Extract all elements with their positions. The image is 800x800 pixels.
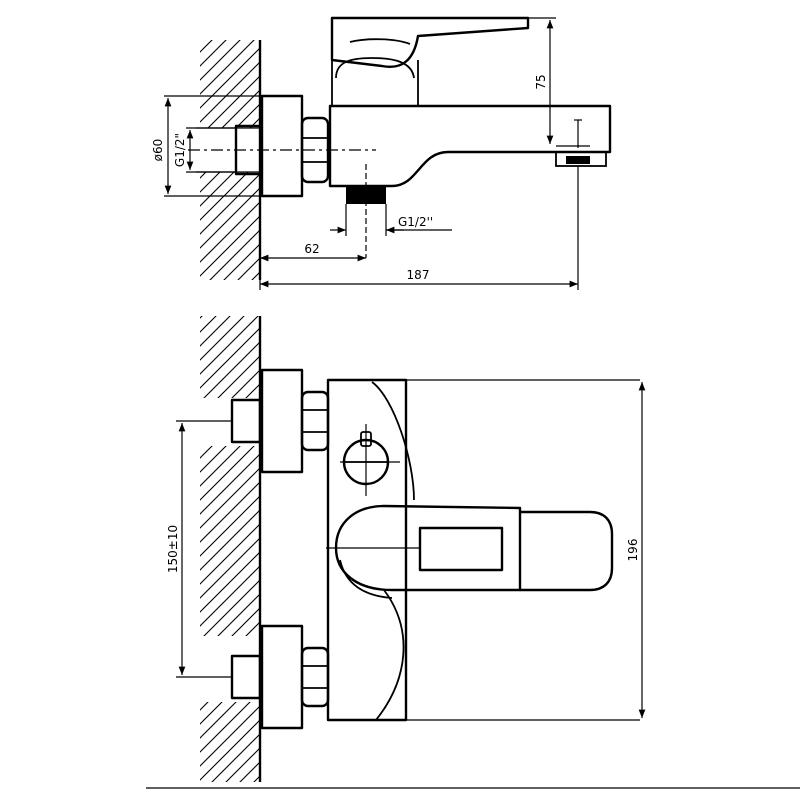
wall-to-outlet-label: 62 (304, 242, 319, 256)
lever-handle-front (326, 504, 614, 599)
outlet-thread-label: G1/2'' (398, 215, 433, 229)
inlet-spacing-label: 150±10 (166, 525, 180, 573)
dim-wall-to-outlet: 62 (260, 242, 366, 262)
lever-window (418, 526, 504, 572)
body-height-label: 196 (626, 539, 640, 562)
diverter-knob (340, 424, 400, 496)
inlet-thread-label: G1/2" (173, 133, 187, 167)
dim-inlet-thread: G1/2" (173, 127, 236, 173)
mixer-body (328, 104, 612, 188)
dim-flange-diameter: ø60 (151, 95, 264, 197)
wall-section-bottom (200, 316, 262, 782)
spout-aerator (555, 151, 607, 167)
outlet-thread (346, 164, 386, 258)
mixer-body-front (326, 378, 640, 722)
dim-body-height: 196 (626, 382, 646, 718)
depth-total-label: 187 (407, 268, 430, 282)
wall-section-top (200, 40, 262, 280)
flange-diameter-label: ø60 (151, 139, 165, 162)
front-view: 150±10 196 (146, 316, 800, 789)
lever-handle (330, 16, 530, 69)
lever-height-label: 75 (534, 74, 548, 89)
dim-outlet-thread: G1/2'' (330, 204, 452, 236)
wall-flange (260, 94, 304, 198)
dim-lever-height: 75 (528, 17, 590, 147)
dim-inlet-spacing: 150±10 (166, 420, 232, 678)
dim-depth-total: 187 (259, 166, 579, 290)
side-view: ø60 G1/2" 75 G1/2'' 62 (151, 16, 612, 290)
